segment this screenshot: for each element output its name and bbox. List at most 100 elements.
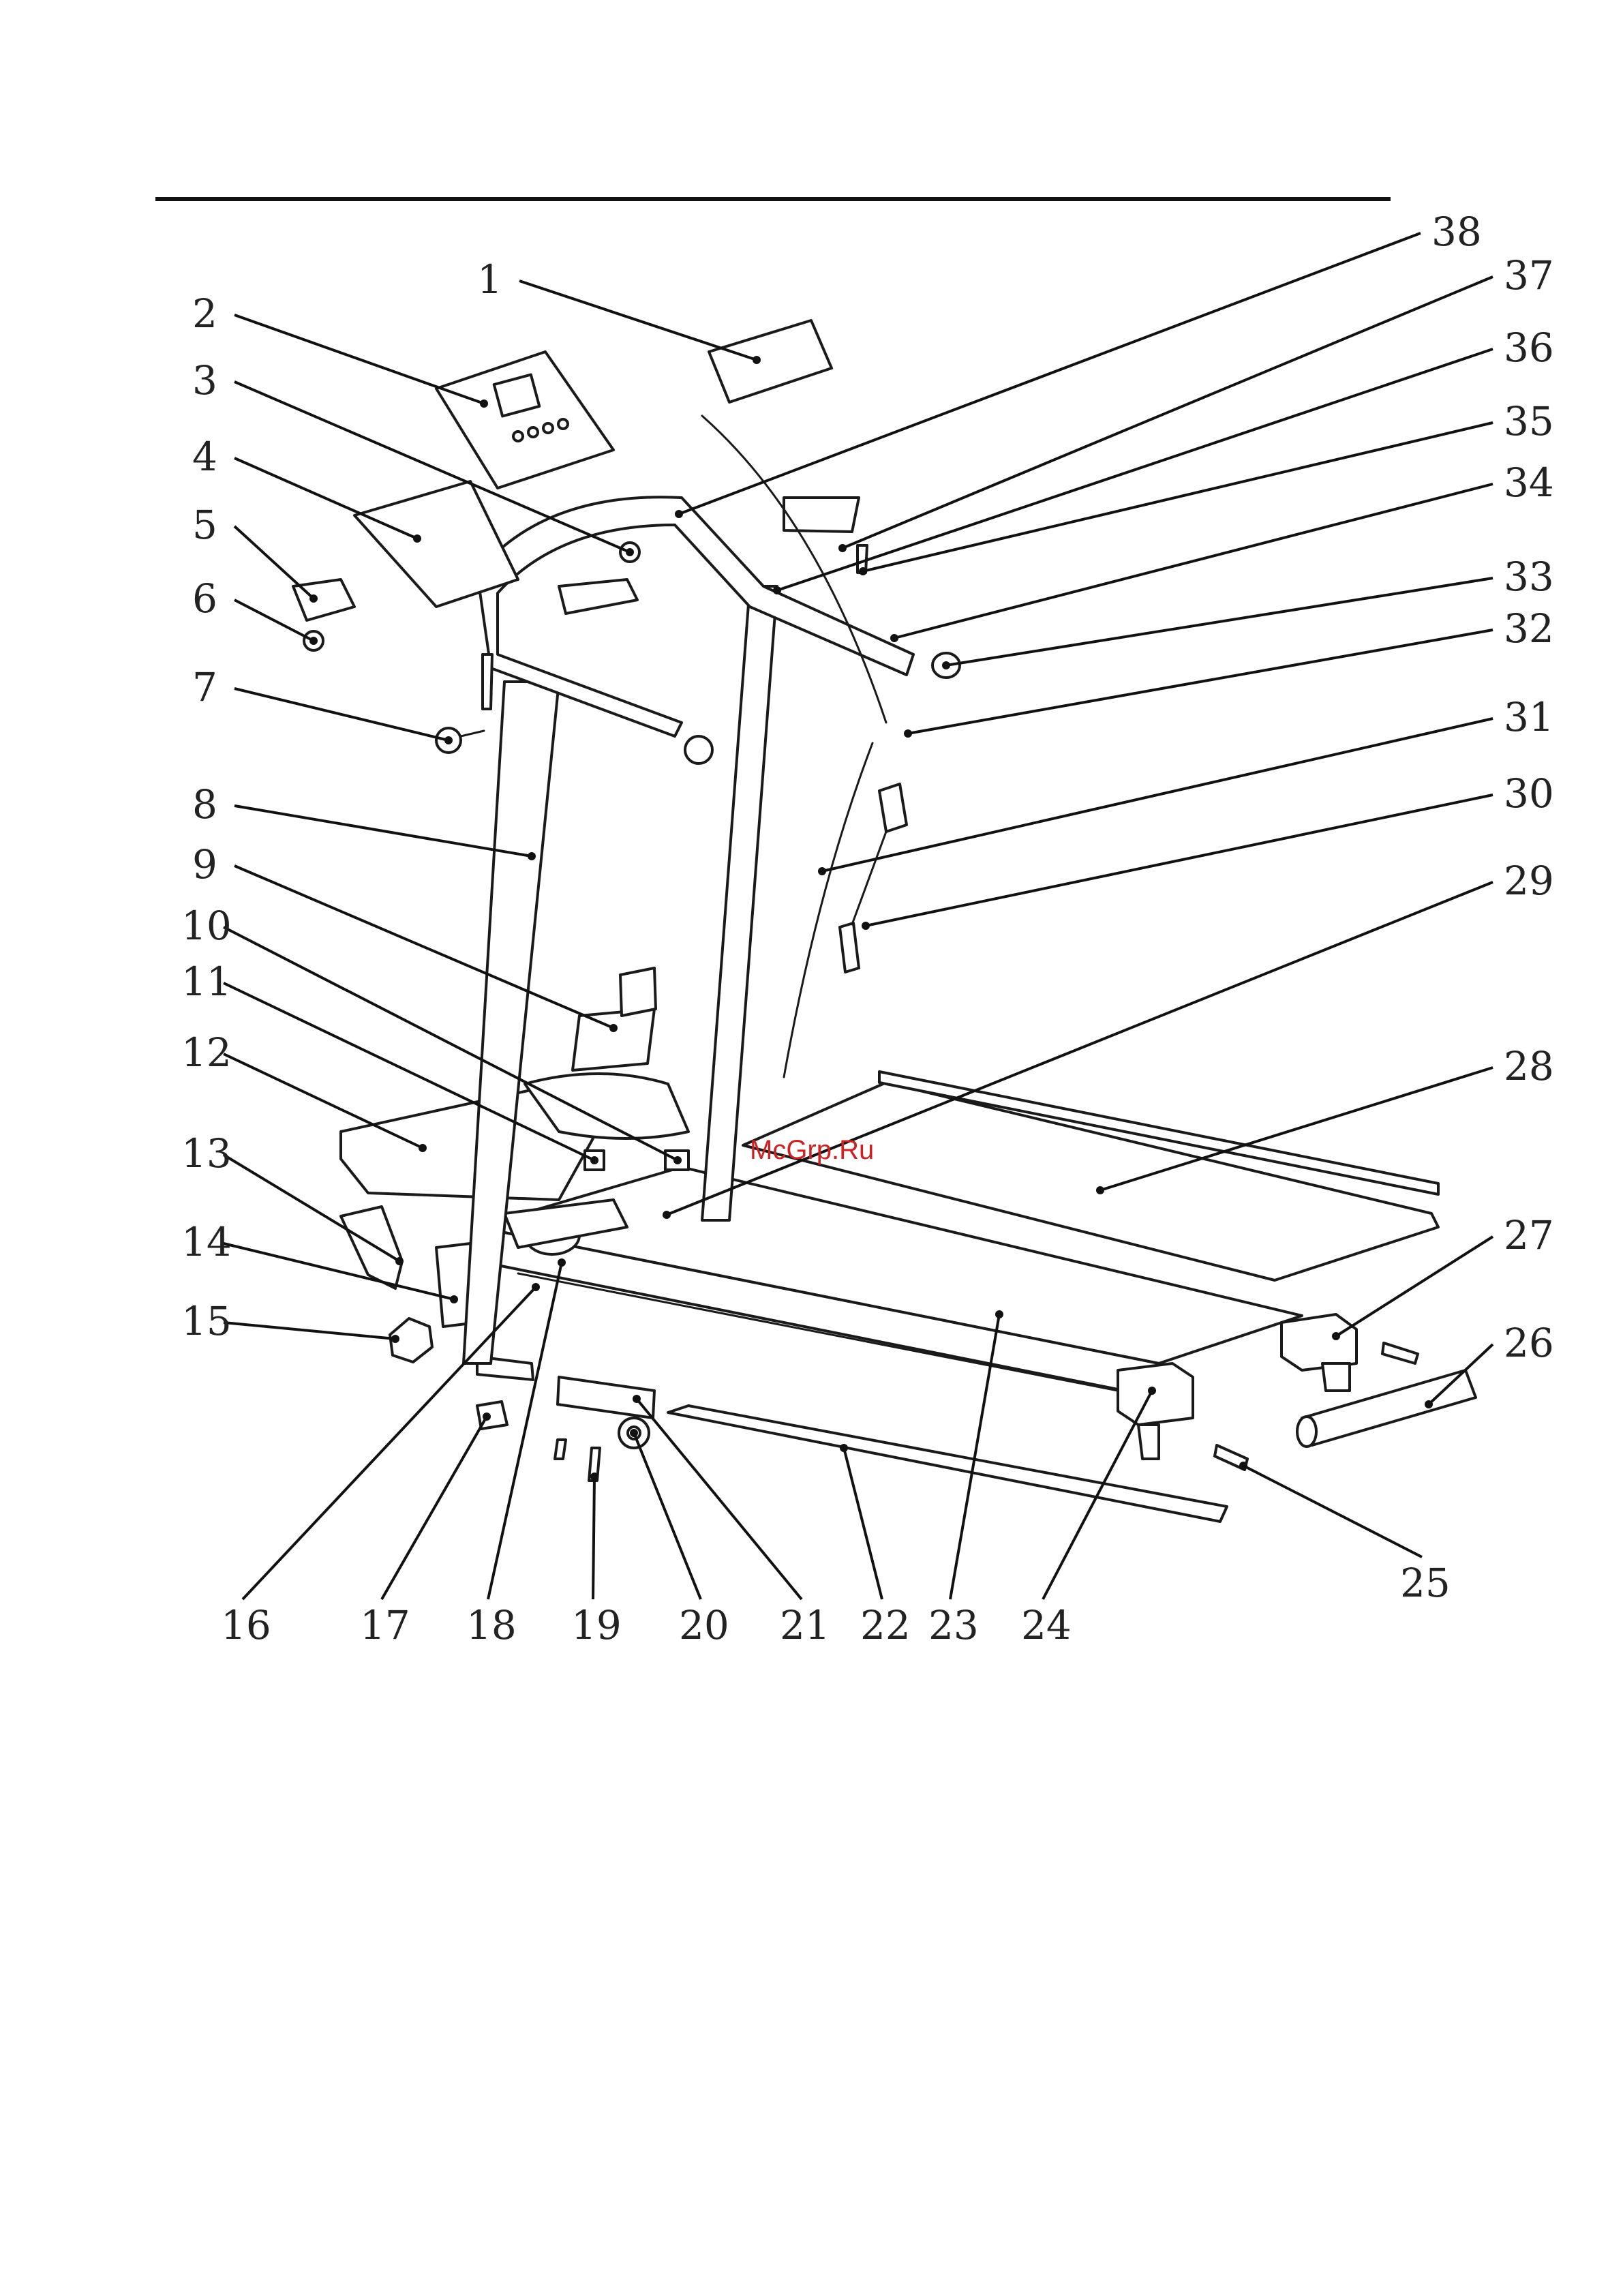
leader-line-32 [908,630,1493,734]
part-30-plug [879,784,907,832]
leader-dot-17 [483,1413,491,1421]
callout-number-23: 23 [928,1602,979,1648]
callout-number-6: 6 [192,575,217,622]
leader-dot-8 [528,852,536,860]
leader-dot-30 [862,922,870,930]
part-1-bracket-plate [709,320,832,402]
leader-dot-11 [590,1156,598,1164]
part-13-belt-guard [341,1207,402,1288]
callout-number-37: 37 [1504,252,1554,299]
callout-number-12: 12 [181,1029,232,1076]
callout-number-18: 18 [466,1602,517,1648]
callout-number-13: 13 [181,1130,232,1177]
callout-number-26: 26 [1504,1320,1554,1366]
leader-line-35 [863,423,1493,571]
leader-line-31 [822,719,1493,871]
leader-line-19 [593,1477,594,1599]
leader-dot-36 [773,586,781,594]
leader-dot-28 [1096,1186,1104,1194]
leader-line-8 [234,806,532,856]
leader-dot-32 [904,729,912,738]
callout-number-4: 4 [192,434,217,480]
callout-number-27: 27 [1504,1212,1554,1258]
leader-dot-23 [995,1310,1003,1318]
part-24-end-cap [1118,1363,1193,1425]
leader-dot-33 [942,661,950,669]
callout-number-16: 16 [221,1602,271,1648]
leader-dot-6 [309,637,318,645]
leader-dot-9 [609,1024,618,1032]
leader-line-36 [777,349,1493,590]
leader-line-7 [234,689,449,740]
leader-line-25 [1243,1466,1422,1557]
callout-number-3: 3 [192,357,217,404]
leader-line-22 [844,1448,882,1599]
leader-line-37 [843,277,1493,548]
leader-dot-31 [818,867,826,875]
callout-number-32: 32 [1504,605,1554,652]
leader-dot-37 [838,544,847,552]
callout-number-38: 38 [1431,209,1482,255]
part-end-cap [685,736,712,764]
leader-dot-34 [890,634,898,642]
callout-number-14: 14 [181,1219,232,1265]
part-right-upright [702,586,777,1220]
leader-dot-2 [480,399,488,408]
leader-line-33 [946,578,1493,665]
callout-number-22: 22 [860,1602,911,1648]
part-bolt-console [483,654,492,709]
leader-line-1 [519,281,757,360]
callout-number-20: 20 [679,1602,729,1648]
part-5-clamp [293,579,354,620]
part-4-console-plate [354,481,518,607]
leader-dot-18 [558,1258,566,1267]
leader-line-34 [894,484,1493,638]
callout-number-15: 15 [181,1298,232,1344]
part-31-wire [784,743,873,1077]
part-19-screw [555,1440,566,1459]
leader-dot-19 [590,1472,598,1481]
leader-dot-14 [450,1295,458,1303]
leader-line-18 [488,1263,562,1599]
callout-number-30: 30 [1504,770,1554,817]
leader-dot-4 [413,534,421,543]
leader-dot-20 [630,1429,638,1437]
callout-number-17: 17 [360,1602,410,1648]
callout-number-19: 19 [571,1602,622,1648]
callout-number-5: 5 [192,502,217,548]
leader-dot-27 [1332,1332,1340,1340]
leader-line-17 [382,1417,487,1599]
part-handle-pad [559,579,637,614]
callout-number-29: 29 [1504,858,1554,904]
part-24-foot [1138,1425,1159,1459]
leader-dot-13 [395,1257,404,1265]
callout-number-31: 31 [1504,694,1554,740]
leader-line-30 [866,795,1493,926]
leader-dot-12 [419,1144,427,1152]
callout-number-2: 2 [192,290,217,337]
part-bolt-rear [1382,1343,1418,1363]
callout-number-1: 1 [477,256,502,303]
leader-dot-1 [753,356,761,364]
callout-number-11: 11 [181,958,232,1005]
leader-line-14 [224,1243,454,1299]
leader-dot-25 [1239,1462,1247,1470]
leader-dot-22 [840,1444,848,1452]
leader-dot-24 [1148,1387,1156,1395]
callout-number-10: 10 [181,903,232,949]
leader-line-20 [634,1433,701,1599]
leader-line-12 [224,1054,423,1148]
callout-number-28: 28 [1504,1043,1554,1089]
part-29-connector [840,923,859,972]
callout-number-25: 25 [1400,1560,1451,1606]
part-27-end-cap [1281,1314,1356,1370]
leader-dot-26 [1425,1400,1433,1408]
leader-dot-35 [859,567,867,575]
leader-dot-29 [663,1211,671,1219]
watermark: McGrp.Ru [750,1135,874,1165]
leader-dot-15 [391,1335,399,1343]
part-9-bracket [573,1009,654,1070]
leader-line-4 [234,458,417,539]
